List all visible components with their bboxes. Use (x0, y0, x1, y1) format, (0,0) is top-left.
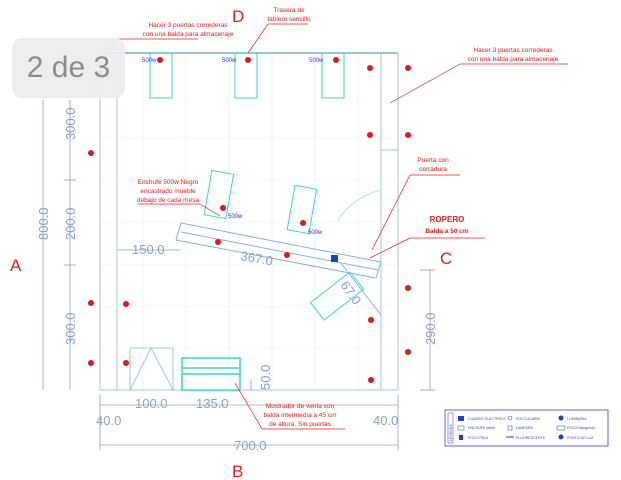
dim-lower-height: 300.0 (63, 312, 78, 345)
dim-upper-height: 300.0 (63, 107, 78, 140)
note-sales-counter: balda intermedia a 45 cm (264, 412, 337, 419)
electrical-panel-icon (458, 416, 464, 421)
power-label: 500w (142, 58, 157, 64)
dim-right-offset: 40.0 (373, 413, 398, 428)
legend-item: FOCO halogenos (567, 426, 595, 430)
halogen-icon (556, 425, 566, 431)
wardrobe-title: ROPERO (430, 215, 465, 224)
power-label: 500w (228, 214, 243, 220)
light-fixtures (88, 57, 411, 383)
note-door-lock: cerradura (419, 166, 447, 173)
page-indicator-label: 2 de 3 (26, 51, 111, 84)
dimensions: 800.0 300.0 200.0 300.0 290.0 50.0 40.0 … (36, 107, 438, 453)
dim-counter-return: 67.0 (338, 278, 365, 307)
diagonal-counter (175, 189, 382, 316)
light-point-icon (558, 434, 564, 440)
top-tables (149, 52, 365, 321)
grid (100, 53, 398, 390)
legend-item: FOCO ALARM (516, 417, 540, 421)
fitting-room (129, 346, 174, 391)
sales-counter (181, 357, 241, 391)
dimension-lines (42, 100, 435, 450)
dim-counter-offset: 150.0 (132, 242, 165, 257)
legend-title: LEYENDA (449, 424, 453, 441)
legend-item: FLUORESCENTE (516, 436, 546, 440)
lamp-square-icon (507, 425, 513, 431)
dim-total-height: 800.0 (36, 207, 51, 240)
note-socket: encastrado mueble (140, 188, 196, 195)
dim-counter-length: 367.0 (239, 248, 274, 268)
note-socket: Enchufe 500w Negro (138, 179, 199, 186)
power-label: 500w (309, 58, 324, 64)
dim-counter-height: 50.0 (258, 365, 273, 390)
side-label-b: B (232, 462, 243, 480)
socket-icon (457, 425, 465, 431)
note-sliding-doors-left: Hacer 3 puertas correderas (148, 22, 228, 29)
legend-item: CUADRO ELECTRICO (468, 417, 505, 421)
dim-width-135: 135.0 (196, 396, 229, 411)
dim-left-offset: 40.0 (96, 413, 121, 428)
dim-total-width: 700.0 (234, 438, 267, 453)
note-back-panel: Trasera de (273, 7, 305, 14)
note-back-panel: tablero sencillo (267, 16, 311, 23)
walls (99, 52, 399, 391)
legend: LEYENDA CUADRO ELECTRICO ENCHUFE doble F… (444, 409, 609, 447)
legend-item: PUNTO DE LUZ (567, 436, 594, 440)
side-label-d: D (232, 7, 244, 26)
luminaire-icon (558, 415, 564, 421)
legend-item: ENCHUFE doble (468, 426, 495, 430)
note-door-lock: Puerta con (417, 157, 449, 164)
power-label: 500w (222, 58, 237, 64)
note-sales-counter: de altura. Sin puertas (269, 421, 332, 428)
note-sliding-doors-right: Hacer 3 puertas correderas (473, 47, 553, 54)
note-sliding-doors-right: con una balda para almacenaje (468, 56, 559, 63)
note-sales-counter: Mostrador de venta con (266, 403, 335, 410)
dim-middle-height: 200.0 (63, 207, 78, 240)
legend-item: LAMPARA (516, 426, 534, 430)
side-label-a: A (10, 256, 22, 275)
dim-width-100: 100.0 (135, 396, 168, 411)
alarm-icon (507, 415, 513, 421)
side-label-c: C (440, 249, 452, 268)
legend-item: LUMINARIA (567, 417, 587, 421)
electrical-panel-icon (331, 255, 338, 262)
leader-lines (91, 23, 568, 430)
legend-item: FOCO PALA (468, 436, 489, 440)
note-socket: debajo de cada mesa (137, 197, 200, 204)
lamp-icon (459, 435, 463, 440)
page-indicator: 2 de 3 (12, 38, 125, 98)
note-sliding-doors-left: con una balda para almacenaje (143, 31, 234, 38)
dim-right-height: 290.0 (423, 312, 438, 345)
wardrobe-subtitle: Balda a 50 cm (425, 228, 469, 235)
power-label: 500w (308, 230, 323, 236)
